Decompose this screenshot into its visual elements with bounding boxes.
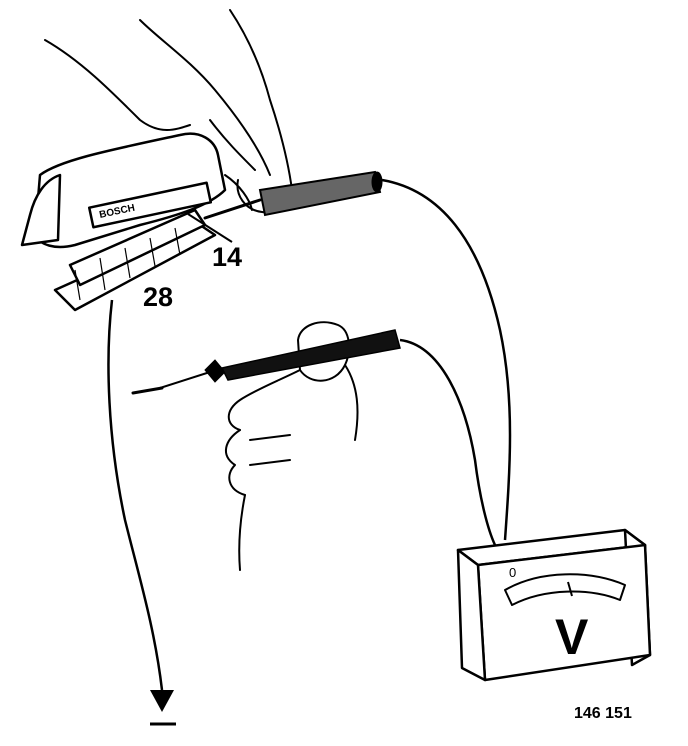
upper-probe	[203, 170, 383, 220]
lead-lower-probe	[399, 338, 497, 546]
voltmeter-zero-mark: 0	[509, 565, 517, 580]
lead-upper-probe	[381, 178, 512, 541]
voltmeter-unit-label: V	[555, 609, 589, 665]
voltmeter	[456, 528, 652, 682]
leader-14	[187, 213, 233, 243]
pin-label-28: 28	[143, 282, 174, 312]
figure-number: 146 151	[574, 705, 632, 722]
pin-label-14: 14	[212, 242, 243, 272]
lower-probe	[131, 329, 401, 395]
upper-hand	[44, 9, 294, 214]
ground-arrowhead	[150, 690, 174, 712]
ground-lead	[107, 299, 164, 691]
connector-housing	[20, 132, 227, 249]
